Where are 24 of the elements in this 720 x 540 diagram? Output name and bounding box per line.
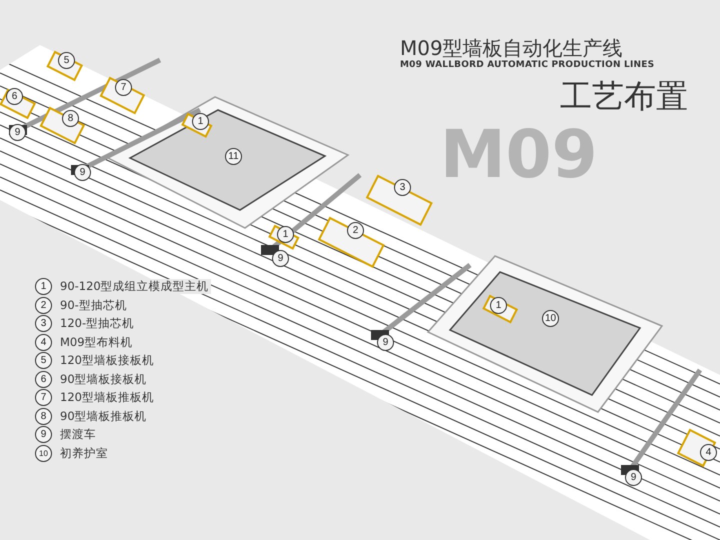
title: M09型墙板自动化生产线 bbox=[400, 36, 623, 60]
subtitle: M09 WALLBORD AUTOMATIC PRODUCTION LINES bbox=[400, 60, 654, 70]
legend-text: M09型布料机 bbox=[58, 334, 135, 350]
callout-number: 10 bbox=[35, 444, 52, 462]
callout-number: 9 bbox=[35, 426, 52, 443]
legend-text: 120型墙板推板机 bbox=[58, 390, 156, 405]
legend-text: 90-型抽芯机 bbox=[58, 298, 129, 312]
callout-number: 3 bbox=[394, 179, 411, 196]
callout-number: 3 bbox=[35, 315, 52, 332]
callout-number: 7 bbox=[35, 389, 52, 406]
heading: 工艺布置 bbox=[560, 76, 688, 116]
legend-text: 初养护室 bbox=[58, 446, 110, 460]
callout-number: 6 bbox=[35, 370, 52, 388]
callout-number: 4 bbox=[35, 334, 52, 350]
legend-text: 90-120型成组立模成型主机 bbox=[58, 279, 211, 294]
legend-text: 120型墙板接板机 bbox=[58, 353, 156, 368]
callout-number: 8 bbox=[35, 408, 52, 424]
legend-text: 90型墙板推板机 bbox=[58, 408, 149, 424]
callout-number: 1 bbox=[35, 278, 52, 295]
legend-text: 120-型抽芯机 bbox=[58, 316, 136, 331]
callout-number: 2 bbox=[35, 296, 52, 314]
callout-number: 5 bbox=[35, 352, 52, 369]
legend-text: 摆渡车 bbox=[58, 427, 98, 442]
legend-text: 90型墙板接板机 bbox=[58, 372, 149, 386]
